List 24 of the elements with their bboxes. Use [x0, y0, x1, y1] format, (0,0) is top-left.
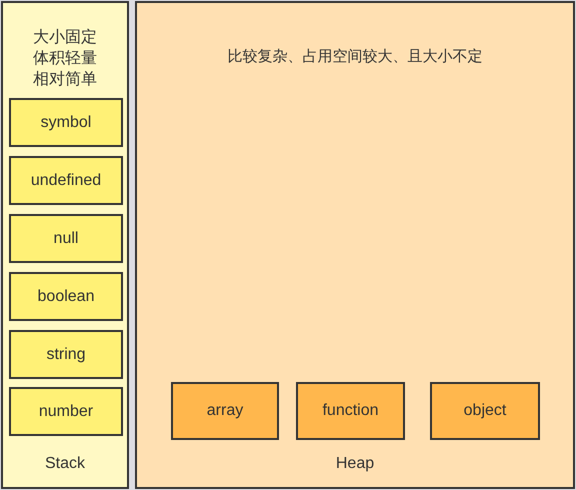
description-text: 比较复杂、占用空间较大、且大小不定 [228, 47, 482, 67]
type-box [9, 156, 123, 205]
type-box [9, 387, 123, 436]
heap-panel [135, 1, 575, 489]
type-box [9, 98, 123, 147]
type-box [9, 214, 123, 263]
type-box [9, 272, 123, 321]
description-text: 大小固定体积轻量相对简单 [32, 28, 98, 90]
type-label: function [322, 401, 379, 421]
type-label: undefined [30, 170, 102, 190]
type-label: null [54, 228, 78, 248]
type-label: boolean [38, 286, 94, 306]
type-box [296, 382, 405, 440]
type-label: symbol [40, 112, 92, 132]
type-box [430, 382, 540, 440]
type-label: object [464, 401, 506, 421]
panel-title: Heap [336, 454, 374, 474]
type-box [171, 382, 279, 440]
type-box [9, 330, 123, 379]
type-label: number [38, 402, 94, 422]
type-label: array [206, 401, 244, 421]
panel-title: Stack [44, 454, 85, 474]
type-label: string [46, 344, 86, 364]
stack-panel [1, 1, 129, 489]
